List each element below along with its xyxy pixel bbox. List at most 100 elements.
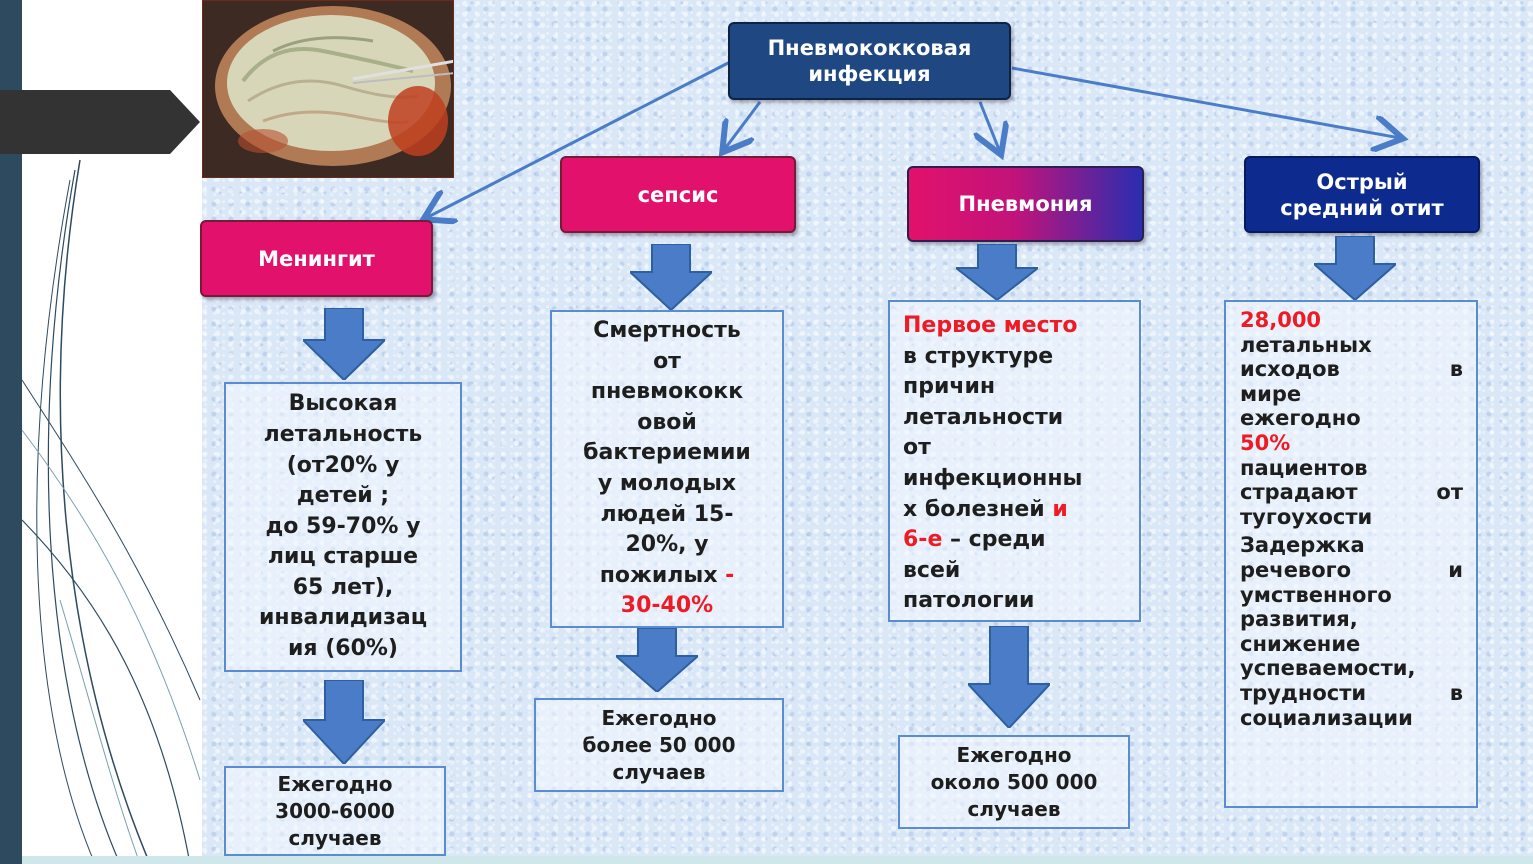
down-arrow-icon [616,628,698,692]
pneumonia-and: и [1052,496,1068,522]
pneumonia-annual-line: около 500 000 [930,769,1098,794]
meningitis-detail-line: летальность [263,421,423,447]
pneumonia-sixth: 6-е [903,527,943,553]
down-arrow-icon [630,244,712,310]
pneumonia-details-box: Первое место в структуре причин летально… [888,300,1141,622]
meningitis-annual-line: Ежегодно [277,771,393,796]
sepsis-detail-line: Смертность [593,318,741,344]
sepsis-annual-line: случаев [612,759,706,784]
sepsis-elderly-prefix: пожилых [599,562,726,588]
meningitis-annual-box: Ежегодно 3000-6000 случаев [224,766,446,856]
pneumonia-annual-line: случаев [967,796,1061,821]
otitis-percent: 50% [1240,430,1291,455]
otitis-detail-line-justified: трудности в [1240,681,1463,706]
pneumonia-annual-box: Ежегодно около 500 000 случаев [898,735,1130,829]
meningitis-detail-line: 65 лет), [292,574,394,600]
meningitis-annual-line: случаев [288,825,382,850]
meningitis-detail-line: лиц старше [267,544,419,570]
root-title-line2: инфекция [808,62,931,86]
pneumonia-annual-line: Ежегодно [956,742,1072,767]
root-title-line1: Пневмококковая [767,36,972,60]
left-accent-strip [0,0,22,864]
otitis-word: в [1449,680,1463,705]
otitis-detail-line: ежегодно [1240,406,1361,431]
sepsis-detail-line: пневмококк [590,379,744,405]
edge-root-pneumonia [980,101,1000,152]
meningitis-detail-line: инвалидизац [258,605,428,631]
otitis-detail-line: социализации [1240,705,1413,730]
otitis-detail-line: летальных [1240,332,1372,357]
otitis-word: в [1449,357,1463,382]
otitis-detail-line: пациентов [1240,455,1368,480]
root-node-pneumococcal-infection: Пневмококковая инфекция [728,22,1011,100]
sepsis-detail-line-elderly: пожилых - [600,561,735,592]
pneumonia-detail-line: всей [903,557,961,583]
sepsis-elderly-dash: - [725,562,735,588]
otitis-word: страдают [1240,480,1358,505]
down-arrow-icon [303,308,385,380]
category-sepsis-label: сепсис [637,182,719,207]
meningitis-detail-line: Высокая [288,391,398,417]
otitis-detail-line: мире [1240,381,1302,406]
down-arrow-icon [1314,236,1396,300]
pneumonia-detail-line: в структуре [903,343,1054,369]
category-pneumonia: Пневмония [907,166,1144,242]
edge-root-sepsis [724,101,762,150]
sepsis-elderly-percent: 30-40% [620,593,714,619]
down-arrow-icon [956,244,1038,300]
meningitis-detail-line: (от20% у [286,452,400,478]
pneumonia-detail-line: инфекционны [903,465,1083,491]
sepsis-detail-line: людей 15- [600,501,734,527]
meningitis-brain-photo [202,0,454,178]
otitis-word: речевого [1240,557,1352,582]
sepsis-detail-line: от [653,348,681,374]
category-otitis-label-line2: средний отит [1280,195,1444,220]
sepsis-annual-box: Ежегодно более 50 000 случаев [534,698,784,792]
sepsis-annual-line: более 50 000 [582,732,736,757]
otitis-detail-line: Задержка [1240,533,1365,558]
otitis-deaths-number: 28,000 [1240,308,1322,332]
sepsis-detail-line: овой [637,409,697,435]
edge-root-otitis [1011,66,1400,138]
down-arrow-icon [303,680,385,764]
otitis-word: и [1448,557,1463,582]
pneumonia-sixth-rest: – среди [942,527,1046,553]
category-otitis: Острый средний отит [1244,156,1480,233]
category-meningitis: Менингит [200,220,433,297]
decorative-curves [21,159,201,864]
otitis-detail-line-justified: исходов в [1240,357,1463,382]
slide-marker-arrow [0,90,200,154]
sepsis-annual-line: Ежегодно [601,705,717,730]
category-pneumonia-label: Пневмония [958,192,1093,216]
meningitis-annual-line: 3000-6000 [275,798,395,823]
otitis-detail-line: успеваемости, [1240,656,1416,681]
meningitis-details-box: Высокая летальность (от20% у детей ; до … [224,382,462,672]
pneumonia-detail-line-sixth: 6-е – среди [903,525,1139,556]
otitis-word: исходов [1240,357,1340,382]
pneumonia-detail-line: летальности [903,404,1064,430]
otitis-word: трудности [1240,680,1367,705]
otitis-detail-line: тугоухости [1240,504,1373,529]
otitis-details-box: 28,000 летальных исходов в мире ежегодно… [1224,300,1478,808]
meningitis-detail-line: ия (60%) [288,636,398,662]
pneumonia-detail-line: патологии [903,588,1035,614]
pneumonia-detail-line: причин [903,374,996,400]
edge-root-meningitis [426,60,731,218]
meningitis-detail-line: детей ; [296,483,390,509]
category-sepsis: сепсис [560,156,796,233]
sepsis-detail-line: 20%, у [625,532,709,558]
otitis-word: от [1436,480,1463,505]
category-otitis-label-line1: Острый [1316,169,1408,194]
otitis-detail-line: умственного [1240,582,1392,607]
pneumonia-diseases-prefix: х болезней [903,496,1053,522]
pneumonia-detail-line-diseases: х болезней и [903,495,1139,526]
bottom-band [22,856,1533,864]
down-arrow-icon [968,626,1050,728]
pneumonia-detail-line: от [903,435,931,461]
otitis-detail-line-justified: речевого и [1240,558,1463,583]
category-meningitis-label: Менингит [258,246,375,271]
meningitis-detail-line: до 59-70% у [265,513,421,539]
otitis-detail-line: снижение [1240,631,1361,656]
otitis-detail-line-justified: страдают от [1240,480,1463,505]
